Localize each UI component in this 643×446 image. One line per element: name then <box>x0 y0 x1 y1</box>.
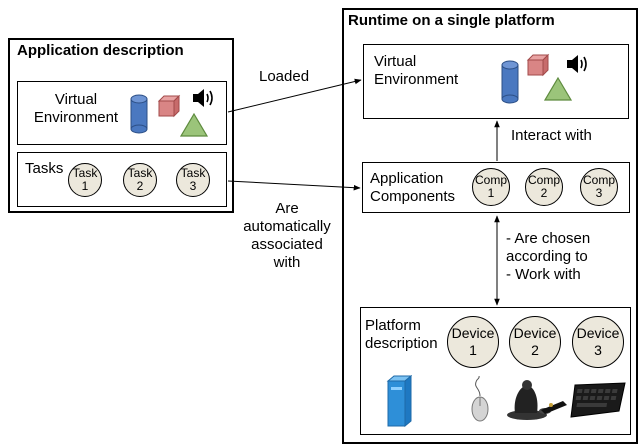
runtime-virtual-environment-label: Virtual Environment <box>374 53 459 88</box>
triangle-icon <box>180 113 208 137</box>
cylinder-icon <box>501 60 519 104</box>
speaker-icon <box>567 55 587 73</box>
loaded-label: Loaded <box>259 68 310 85</box>
mouse-icon <box>471 376 489 422</box>
virtual-environment-label: Virtual Environment <box>33 91 119 126</box>
cube-icon <box>157 94 181 118</box>
triangle-icon <box>544 77 572 101</box>
cube-icon <box>526 53 550 77</box>
application-description-title: Application description <box>17 42 184 59</box>
computer-tower-icon <box>386 375 412 427</box>
associated-arrow <box>227 180 361 191</box>
speaker-icon <box>193 89 213 107</box>
application-components-label: Application Components <box>370 170 456 205</box>
platform-description-label: Platform description <box>365 317 438 352</box>
runtime-virtual-environment-box <box>363 44 629 119</box>
keyboard-icon <box>570 382 626 418</box>
associated-label: Are automatically associated with <box>243 200 331 271</box>
runtime-title: Runtime on a single platform <box>348 12 555 29</box>
interact-with-label: Interact with <box>511 127 592 144</box>
cylinder-icon <box>130 94 148 134</box>
tasks-label: Tasks <box>25 160 64 177</box>
chosen-according-label: - Are chosen according to - Work with <box>506 230 591 283</box>
joystick-icon <box>507 380 567 420</box>
